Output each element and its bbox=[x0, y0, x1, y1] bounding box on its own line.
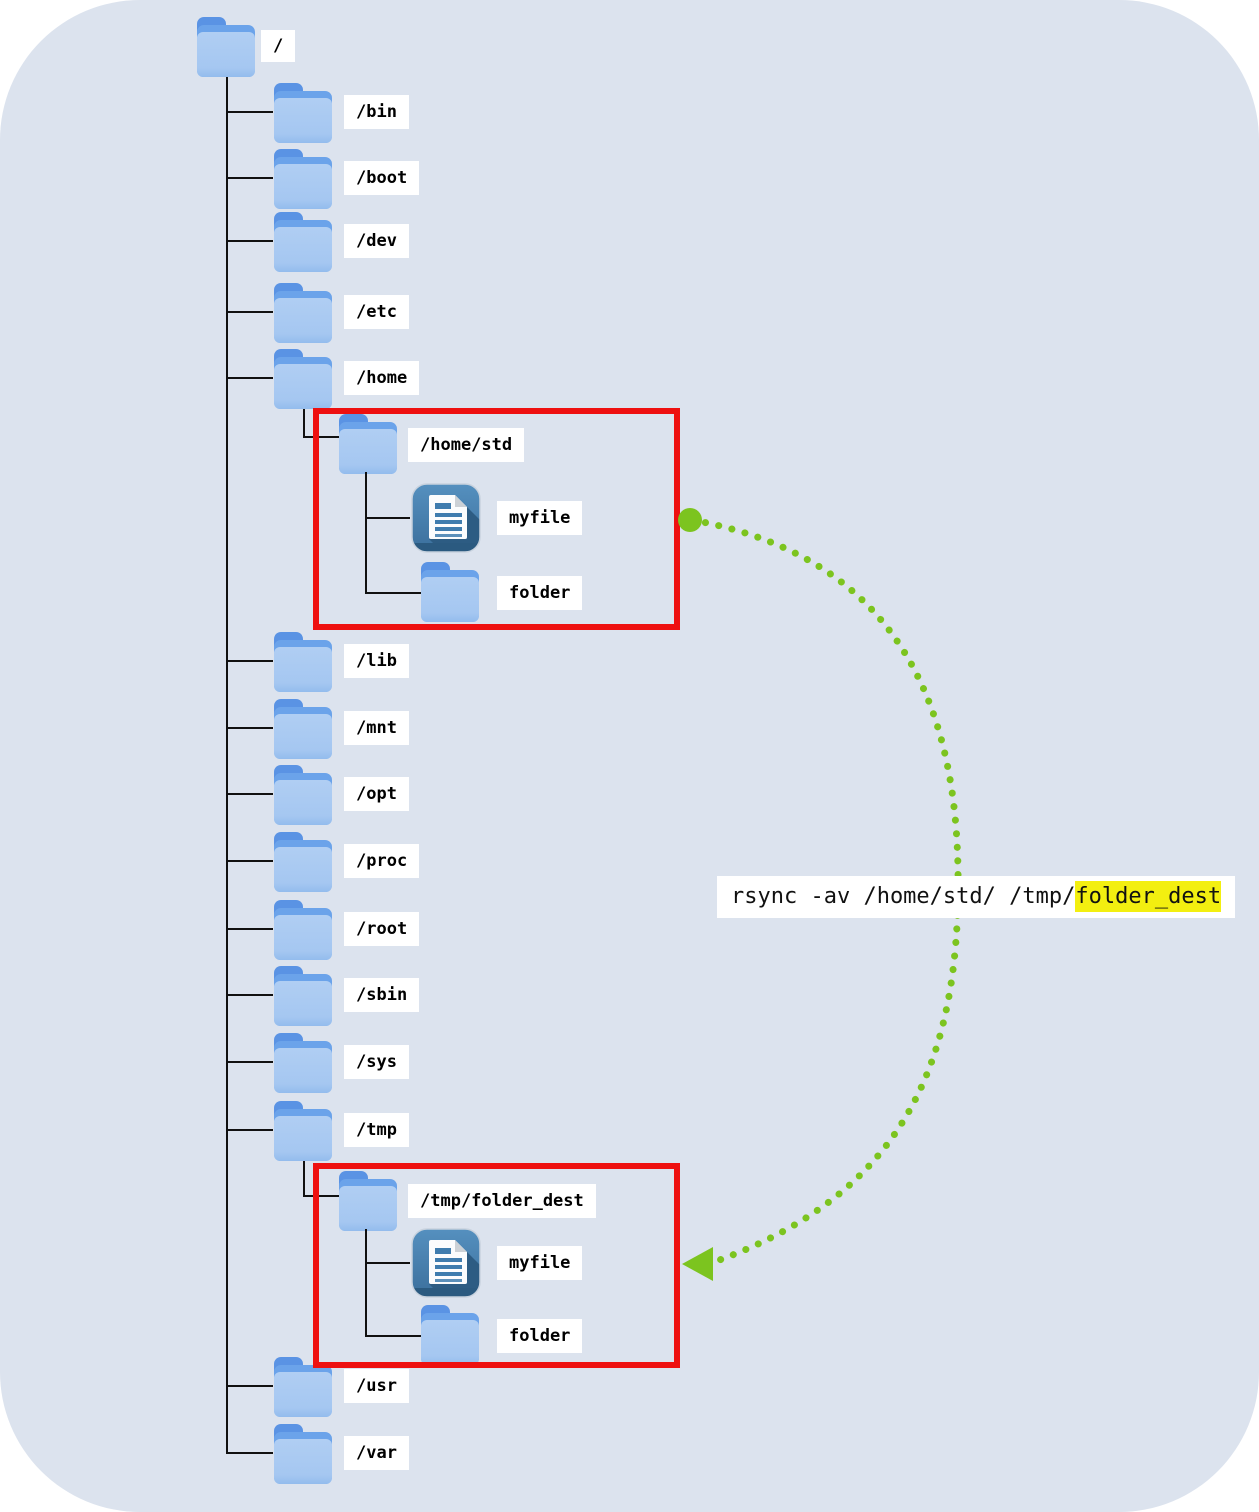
home-std-branch-folder bbox=[365, 592, 423, 594]
tmp-subtree-connector-h bbox=[303, 1195, 340, 1197]
folder-icon bbox=[273, 1099, 333, 1161]
home-std-label: /home/std bbox=[408, 428, 525, 462]
tree-branch-line bbox=[227, 311, 273, 313]
tmp-dest-myfile-label: myfile bbox=[497, 1246, 583, 1280]
tmp-dest-folder-label: folder bbox=[497, 1319, 583, 1353]
tree-branch-line bbox=[227, 111, 273, 113]
folder-icon bbox=[273, 147, 333, 209]
tree-item-label: /tmp bbox=[344, 1113, 409, 1147]
tree-item-label: /lib bbox=[344, 644, 409, 678]
tree-branch-line bbox=[227, 240, 273, 242]
tree-item-label: /mnt bbox=[344, 711, 409, 745]
tree-item-label: /home bbox=[344, 361, 420, 395]
tree-item-label: /proc bbox=[344, 844, 420, 878]
arrow-start-dot bbox=[678, 508, 702, 532]
tree-branch-line bbox=[227, 793, 273, 795]
folder-icon bbox=[273, 210, 333, 272]
tree-branch-line bbox=[227, 928, 273, 930]
tmp-dest-trunk-line bbox=[365, 1229, 367, 1337]
folder-icon bbox=[273, 830, 333, 892]
tree-item-label: /etc bbox=[344, 295, 409, 329]
tmp-subtree-connector-v bbox=[303, 1161, 305, 1197]
folder-icon bbox=[273, 347, 333, 409]
folder-icon bbox=[273, 1031, 333, 1093]
root-label: / bbox=[261, 30, 296, 62]
folder-icon bbox=[273, 697, 333, 759]
tmp-dest-branch-myfile bbox=[365, 1262, 410, 1264]
tree-branch-line bbox=[227, 660, 273, 662]
tree-item-label: /root bbox=[344, 912, 420, 946]
tree-trunk-line bbox=[226, 77, 228, 1454]
tree-branch-line bbox=[227, 1061, 273, 1063]
tree-item-label: /opt bbox=[344, 777, 409, 811]
tmp-dest-branch-folder bbox=[365, 1335, 423, 1337]
tree-branch-line bbox=[227, 1452, 273, 1454]
rsync-command: rsync -av /home/std/ /tmp/folder_dest bbox=[717, 876, 1236, 918]
home-subtree-connector-v bbox=[303, 409, 305, 438]
tree-item-label: /sys bbox=[344, 1045, 409, 1079]
tree-branch-line bbox=[227, 860, 273, 862]
command-text: rsync -av /home/std/ /tmp/ bbox=[731, 884, 1076, 909]
home-std-trunk-line bbox=[365, 472, 367, 594]
destination-highlight-box bbox=[313, 1163, 680, 1368]
folder-icon bbox=[273, 763, 333, 825]
folder-icon bbox=[273, 1422, 333, 1484]
tree-item-label: /bin bbox=[344, 95, 409, 129]
folder-icon bbox=[273, 898, 333, 960]
tmp-folder-dest-label: /tmp/folder_dest bbox=[408, 1184, 596, 1218]
folder-icon bbox=[273, 964, 333, 1026]
arrow-head-icon bbox=[682, 1247, 713, 1281]
home-std-branch-myfile bbox=[365, 517, 410, 519]
tree-branch-line bbox=[227, 377, 273, 379]
root-folder-icon bbox=[196, 15, 256, 77]
home-std-folder-label: folder bbox=[497, 576, 583, 610]
tree-item-label: /usr bbox=[344, 1369, 409, 1403]
home-subtree-connector-h bbox=[303, 436, 340, 438]
tree-branch-line bbox=[227, 1129, 273, 1131]
home-std-myfile-label: myfile bbox=[497, 501, 583, 535]
tree-branch-line bbox=[227, 1385, 273, 1387]
folder-icon bbox=[273, 281, 333, 343]
tree-branch-line bbox=[227, 727, 273, 729]
tree-item-label: /var bbox=[344, 1436, 409, 1470]
tree-item-label: /boot bbox=[344, 161, 420, 195]
command-highlight: folder_dest bbox=[1075, 881, 1222, 912]
tree-branch-line bbox=[227, 994, 273, 996]
folder-icon bbox=[273, 81, 333, 143]
folder-icon bbox=[273, 630, 333, 692]
tree-item-label: /sbin bbox=[344, 978, 420, 1012]
tree-branch-line bbox=[227, 177, 273, 179]
source-highlight-box bbox=[313, 408, 680, 630]
tree-item-label: /dev bbox=[344, 224, 409, 258]
